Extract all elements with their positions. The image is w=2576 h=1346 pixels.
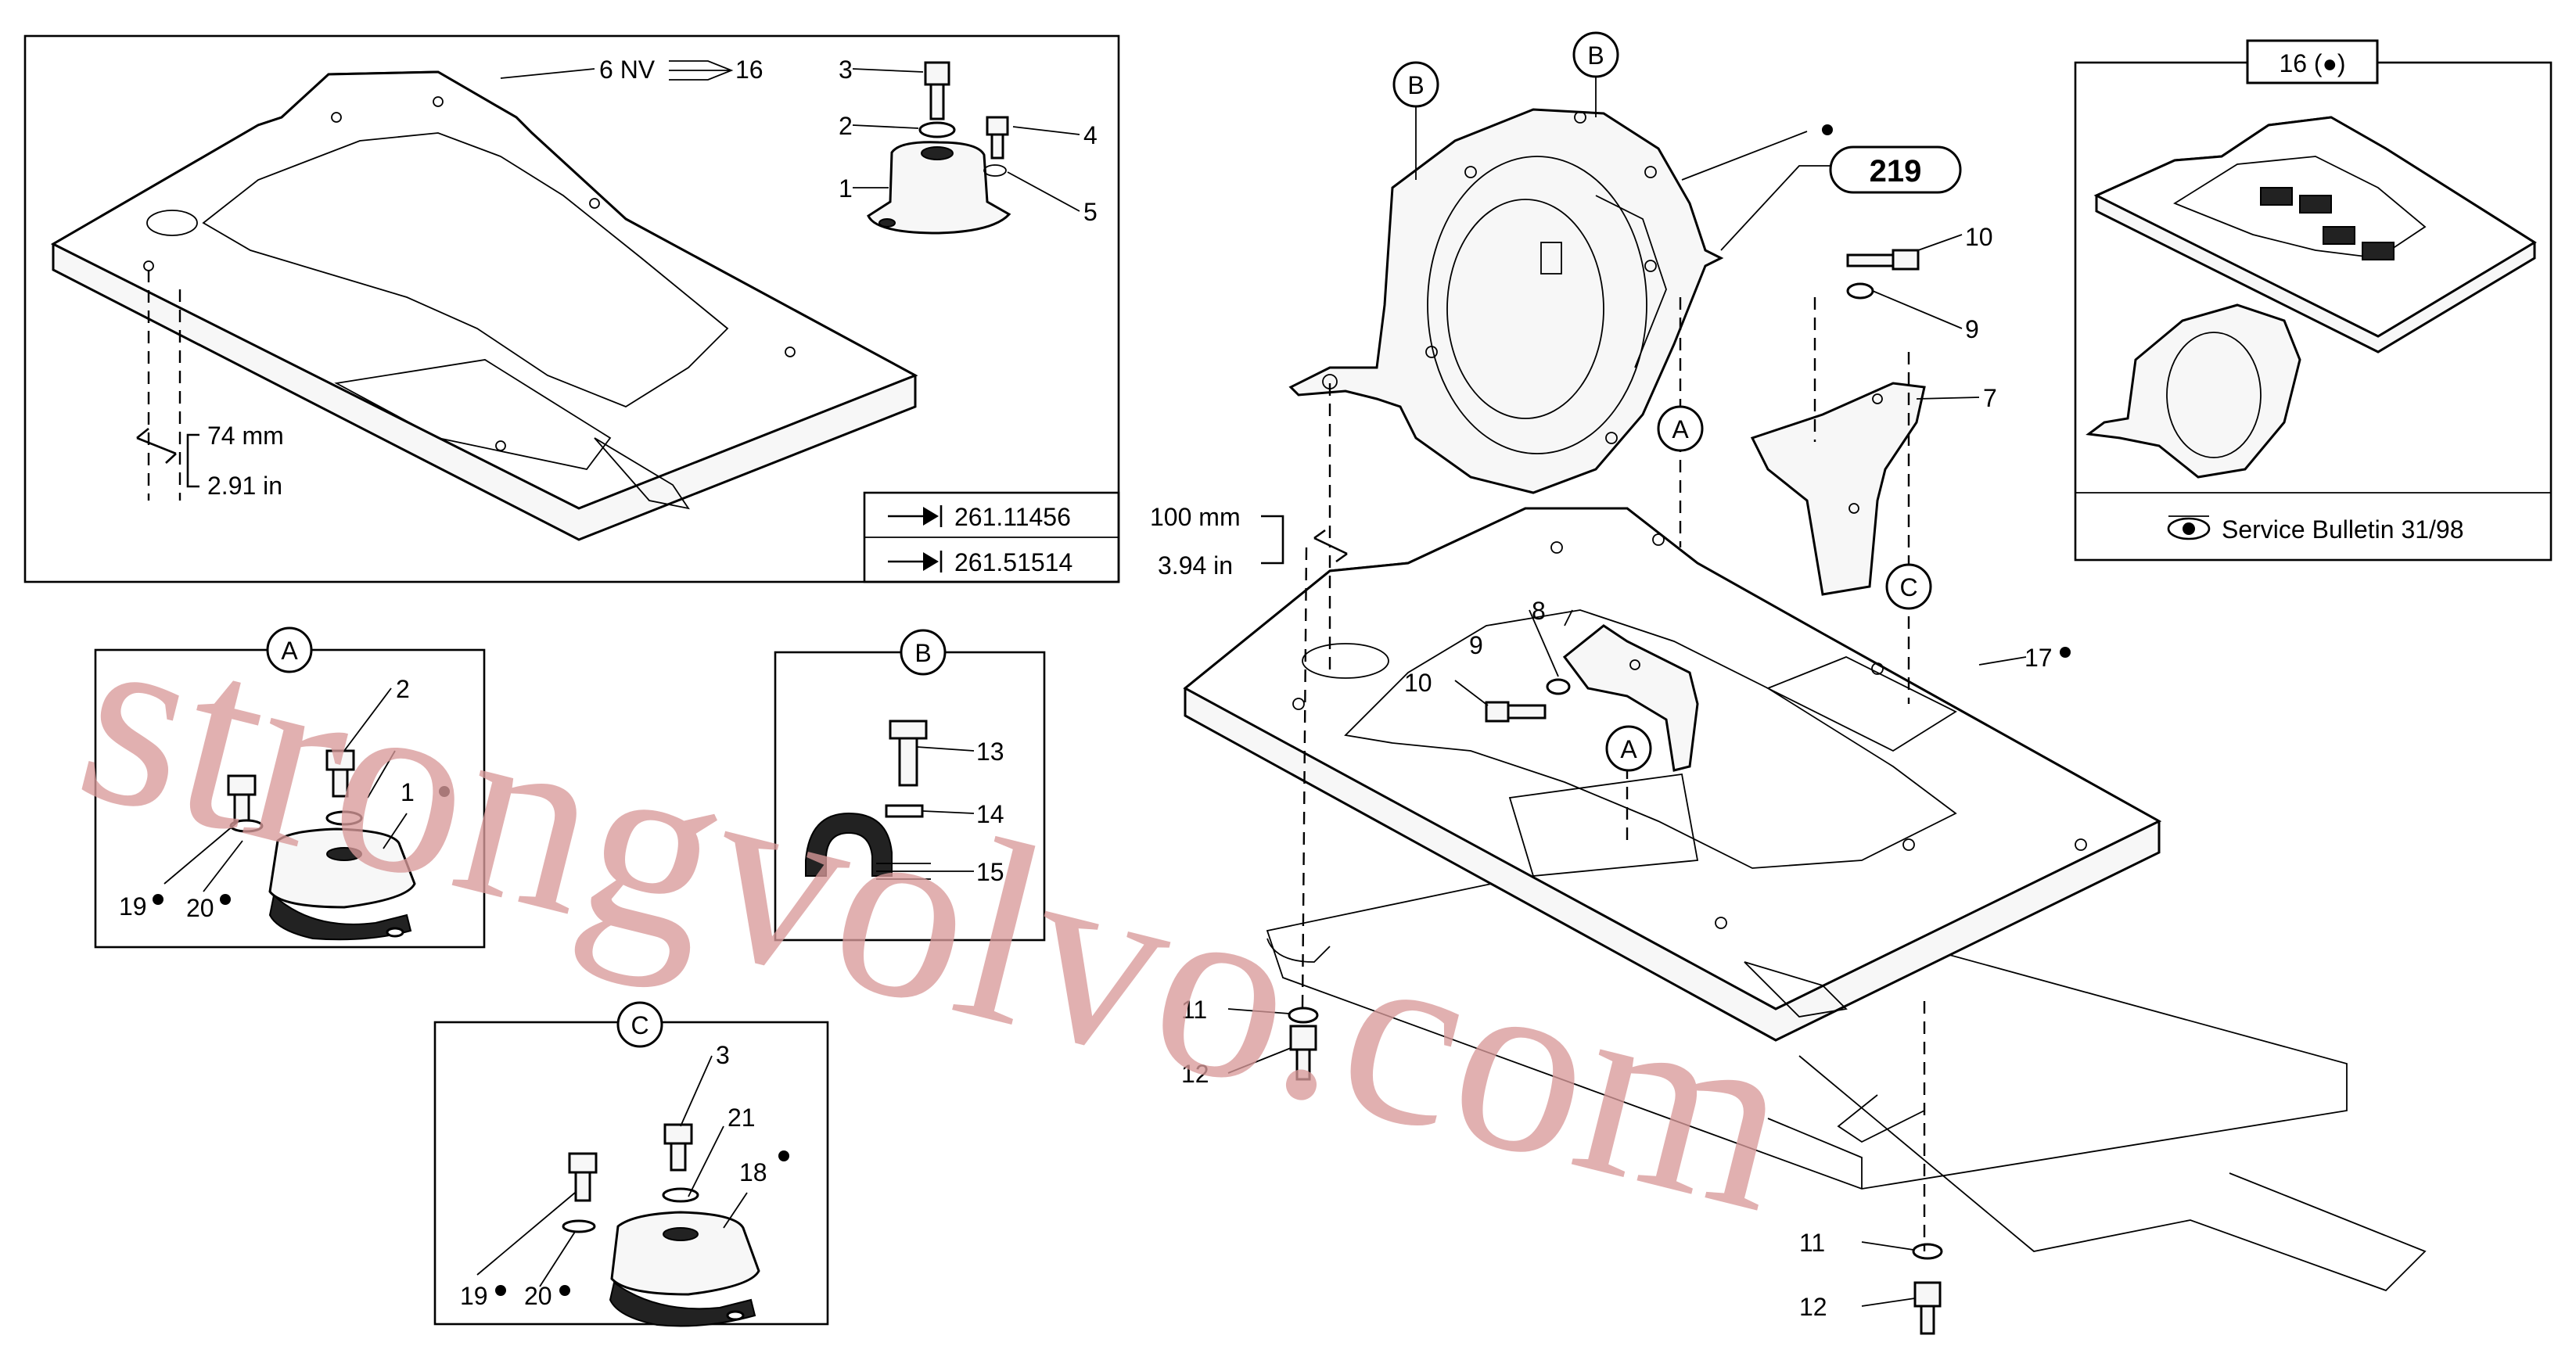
bullet-icon	[2060, 647, 2071, 658]
mount-assembly-drawing	[867, 61, 1011, 235]
ref-badge	[1829, 145, 1962, 194]
part-label: 19	[460, 1282, 488, 1310]
bullet-icon	[220, 894, 231, 905]
part-label: 11	[1799, 1229, 1825, 1257]
mount-part-label: 2	[839, 112, 853, 140]
part-label: 1	[401, 778, 415, 806]
part-label: 10	[1404, 669, 1432, 697]
part-label: 10	[1965, 223, 1993, 251]
detail-b: B 13 14 15	[774, 629, 1046, 942]
callout-letter: B	[1587, 41, 1604, 70]
part-label: 2	[396, 675, 410, 703]
bullet-icon	[778, 1150, 789, 1161]
variant-box: 16 (●) Service Bulletin 31/98	[2074, 39, 2553, 562]
callout-a	[1657, 405, 1704, 452]
dim-mm-label: 74 mm	[207, 422, 284, 450]
bracket-drawing	[1562, 624, 1699, 772]
callout-letter: A	[281, 637, 298, 665]
arrow-icon	[669, 60, 734, 81]
mount-drawing	[227, 749, 416, 941]
callout-a	[1605, 725, 1652, 772]
part-label: 13	[976, 738, 1004, 766]
bullet-icon	[439, 786, 450, 797]
mount-part-label: 1	[839, 174, 853, 203]
callout-letter: B	[1407, 71, 1424, 99]
bullet-icon	[1822, 124, 1833, 135]
part-label: 3	[716, 1041, 730, 1069]
bolt-drawing	[1288, 249, 1943, 1335]
frame-label-ref: 16	[735, 56, 763, 84]
callout-letter: B	[914, 639, 931, 667]
main-exploded-view: 100 mm 3.94 in B B 219 A A C 10	[1150, 31, 2427, 1335]
part-label: 19	[119, 892, 147, 921]
callout-a	[266, 626, 313, 673]
part-label: 21	[728, 1104, 756, 1132]
clamp-drawing	[805, 720, 931, 880]
detail-a: A 2 1 19 20	[94, 626, 486, 949]
detail-frame-border	[23, 34, 1120, 583]
mount-part-label: 4	[1083, 121, 1098, 149]
part-label: 15	[976, 858, 1004, 886]
mount-part-label: 3	[839, 56, 853, 84]
callout-letter: A	[1672, 415, 1689, 443]
callout-b	[900, 629, 947, 676]
mount-part-label: 5	[1083, 198, 1098, 226]
part-label: 7	[1983, 384, 1997, 412]
reference-arrow-icon	[888, 551, 943, 572]
service-bulletin: Service Bulletin 31/98	[2222, 515, 2464, 544]
part-label: 14	[976, 800, 1004, 828]
reference-arrow-icon	[888, 505, 943, 527]
callout-c	[616, 1001, 663, 1048]
part-label: 20	[524, 1282, 552, 1310]
callout-letter: C	[1899, 573, 1917, 601]
part-label: 17	[2025, 644, 2053, 672]
eye-icon	[2167, 515, 2211, 540]
bullet-icon	[559, 1285, 570, 1296]
reference-number: 261.51514	[954, 548, 1072, 576]
callout-letter: A	[1620, 735, 1637, 763]
detail-c: C 3 21 18 19 20	[433, 1001, 829, 1327]
part-label: 9	[1469, 631, 1483, 659]
bell-housing-drawing	[1288, 108, 1724, 494]
dim-mm-label: 100 mm	[1150, 503, 1241, 531]
bracket-drawing	[1750, 382, 1926, 596]
variant-title-box	[2246, 39, 2379, 84]
dim-in-label: 2.91 in	[207, 472, 282, 500]
bullet-icon	[153, 894, 163, 905]
bullet-icon	[495, 1285, 506, 1296]
frame-label: 6 NV	[599, 56, 656, 84]
part-label: 11	[1181, 996, 1207, 1024]
part-label: 9	[1965, 315, 1979, 343]
reference-number: 261.11456	[954, 503, 1071, 531]
part-label: 12	[1799, 1293, 1827, 1321]
detail-top-left: 74 mm 2.91 in 6 NV 16 3 2 1 4 5	[23, 34, 1120, 583]
mount-drawing	[562, 1123, 760, 1327]
part-label: 12	[1181, 1060, 1209, 1088]
part-label: 20	[186, 894, 214, 922]
variant-title: 16 (●)	[2279, 49, 2345, 77]
callout-c	[1885, 563, 1932, 610]
dim-in-label: 3.94 in	[1158, 551, 1233, 580]
variant-assembly-drawing	[2086, 116, 2537, 479]
part-label: 8	[1532, 597, 1546, 625]
part-label: 18	[739, 1158, 767, 1186]
callout-letter: C	[631, 1011, 648, 1039]
frame-plate-drawing	[50, 70, 918, 541]
ref-badge-label: 219	[1870, 154, 1922, 188]
